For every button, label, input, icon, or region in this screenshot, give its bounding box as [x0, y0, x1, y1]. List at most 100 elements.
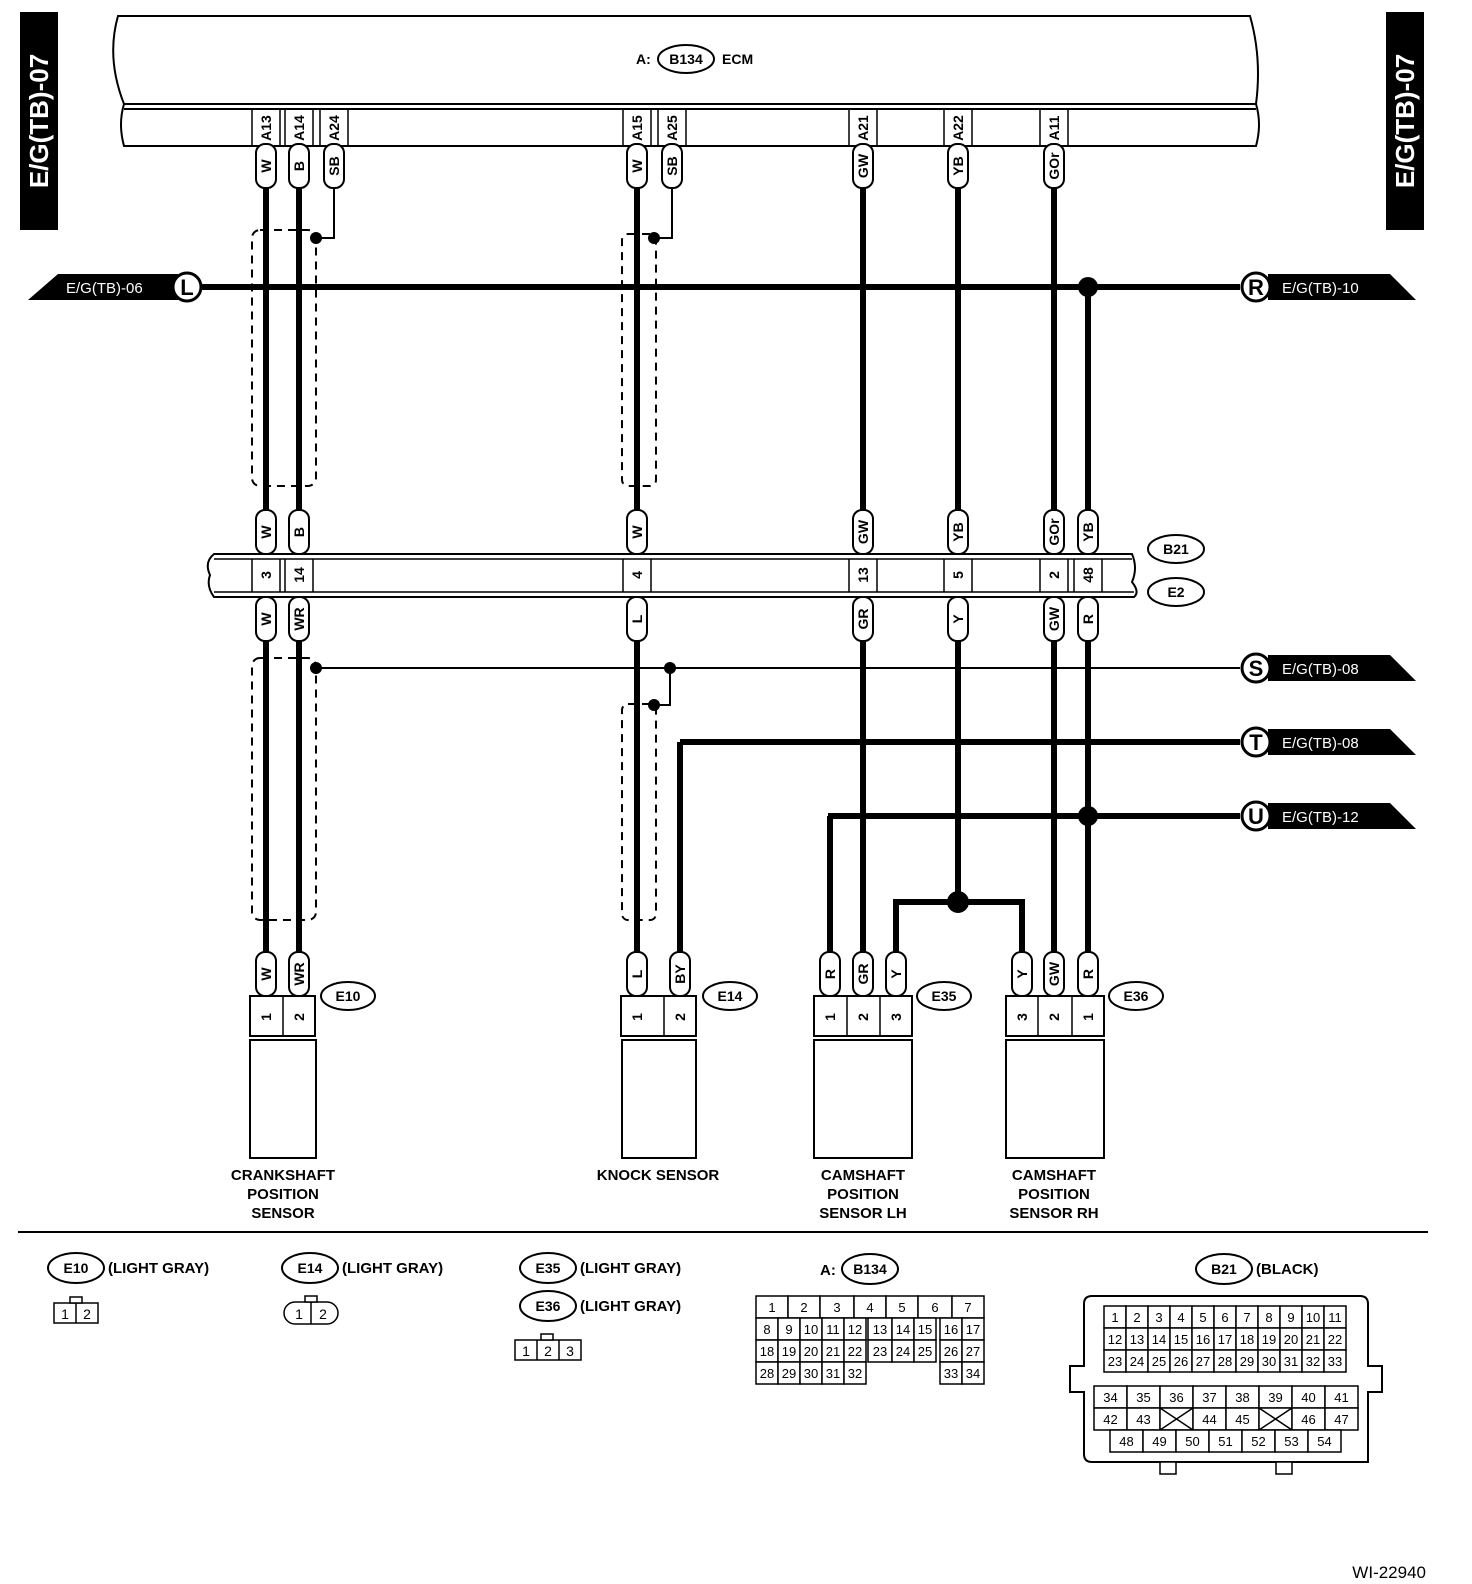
ref-U[interactable]: E/G(TB)-12U [1240, 800, 1416, 832]
junction-pin-number: 2 [1046, 571, 1062, 579]
sensor-wire-color-text: GR [855, 964, 871, 985]
junction-upper-wire: B [288, 509, 310, 555]
legend-e10-color: (LIGHT GRAY) [108, 1260, 209, 1277]
legend-b21-pin: 46 [1301, 1412, 1315, 1427]
legend-b21-pin: 9 [1287, 1310, 1294, 1325]
legend-b134-pin: 33 [944, 1366, 958, 1381]
legend-pin: 2 [319, 1306, 327, 1322]
ref-R[interactable]: E/G(TB)-10R [1240, 271, 1416, 303]
ref-S-label: E/G(TB)-08 [1282, 661, 1359, 678]
legend-b134-pin: 30 [804, 1366, 818, 1381]
legend-b21-pin: 10 [1306, 1310, 1320, 1325]
sensor-wire-color-text: R [1080, 969, 1096, 979]
legend-b21-pin: 27 [1196, 1354, 1210, 1369]
legend-b134-pin: 9 [785, 1322, 792, 1337]
page-tab-left[interactable]: E/G(TB)-07 [20, 12, 58, 230]
legend-b21-pin: 40 [1301, 1390, 1315, 1405]
legend-b21-pin: 1 [1111, 1310, 1118, 1325]
ecm-connector-id: B134 [669, 51, 703, 67]
sensor-pin-number: 3 [1014, 1013, 1030, 1021]
legend-b21-pin: 15 [1174, 1332, 1188, 1347]
sensor-wire-color: R [819, 951, 841, 997]
junction-lower-wire: W [255, 596, 277, 642]
doc-code: WI-22940 [1352, 1563, 1426, 1582]
junction-upper-wire-text: W [629, 525, 645, 539]
legend-b134-pin: 10 [804, 1322, 818, 1337]
legend-b134-pin: 32 [848, 1366, 862, 1381]
legend-b21-pin: 28 [1218, 1354, 1232, 1369]
legend-b21-pin: 5 [1199, 1310, 1206, 1325]
legend-b134-pin: 3 [833, 1300, 840, 1315]
sensor-name-line: POSITION [1018, 1186, 1090, 1203]
ecm-wire-color: W [626, 143, 648, 189]
junction-pin-number: 14 [291, 567, 307, 583]
legend-b134-pin: 34 [966, 1366, 980, 1381]
legend-b134-pin: 28 [760, 1366, 774, 1381]
legend-b21-pin: 45 [1235, 1412, 1249, 1427]
legend-e14-color: (LIGHT GRAY) [342, 1260, 443, 1277]
legend-b21-pin: 54 [1317, 1434, 1331, 1449]
ref-R-letter: R [1248, 275, 1264, 300]
legend-b21-pin: 18 [1240, 1332, 1254, 1347]
ecm-pin-number: A14 [291, 115, 307, 141]
legend-b21-pin: 32 [1306, 1354, 1320, 1369]
legend-b21-pin: 48 [1119, 1434, 1133, 1449]
legend-b21-pin: 35 [1136, 1390, 1150, 1405]
legend-b21-pin: 4 [1177, 1310, 1184, 1325]
legend-b134-pin: 27 [966, 1344, 980, 1359]
junction-lower-wire: L [626, 596, 648, 642]
legend-b21-pin: 34 [1103, 1390, 1117, 1405]
legend-b21-pin: 31 [1284, 1354, 1298, 1369]
sensor-name-line: KNOCK SENSOR [597, 1167, 720, 1184]
e2-oval [1147, 577, 1205, 607]
sensor-connector-id: E10 [336, 988, 361, 1004]
legend-b21-pin: 36 [1169, 1390, 1183, 1405]
ecm-pin-number: A22 [950, 115, 966, 141]
junction-upper-wire-text: B [291, 527, 307, 537]
legend-b21-pin: 52 [1251, 1434, 1265, 1449]
ref-U-letter: U [1248, 804, 1264, 829]
sensor-wire-color: WR [288, 951, 310, 997]
e2-id: E2 [1167, 584, 1184, 600]
sensor-name-line: CRANKSHAFT [231, 1167, 335, 1184]
ref-L[interactable]: E/G(TB)-06 L [28, 271, 203, 303]
sensor-pin-number: 1 [258, 1013, 274, 1021]
ecm-pin-number: A24 [326, 115, 342, 141]
legend-b21-id: B21 [1211, 1261, 1237, 1277]
junction-upper-wire: W [255, 509, 277, 555]
legend-b21-pin: 49 [1152, 1434, 1166, 1449]
ref-T[interactable]: E/G(TB)-08T [1240, 726, 1416, 758]
junction-upper-wire: YB [947, 509, 969, 555]
sensor-pin-number: 2 [855, 1013, 871, 1021]
legend-b134-id: B134 [853, 1261, 887, 1277]
legend-e36-color: (LIGHT GRAY) [580, 1298, 681, 1315]
ecm-wire-color: GW [852, 143, 874, 189]
legend-b21-pin: 51 [1218, 1434, 1232, 1449]
junction-lower-wire: GR [852, 596, 874, 642]
legend-b134-pin: 14 [896, 1322, 910, 1337]
ref-S[interactable]: E/G(TB)-08S [1240, 652, 1416, 684]
junction-lower-wire: GW [1043, 596, 1065, 642]
sensor-connector-id: E14 [718, 988, 743, 1004]
ecm-wire-color: SB [323, 143, 345, 189]
sensor-name-line: POSITION [827, 1186, 899, 1203]
page-tab-right[interactable]: E/G(TB)-07 [1386, 12, 1424, 230]
ecm-wire-color: GOr [1043, 143, 1065, 189]
sensor-name-line: SENSOR [251, 1205, 315, 1222]
legend-b21-pin: 14 [1152, 1332, 1166, 1347]
legend-b21-pin: 21 [1306, 1332, 1320, 1347]
legend-e35-id: E35 [536, 1260, 561, 1276]
page-tab-right-label: E/G(TB)-07 [1390, 54, 1420, 188]
junction-lower-wire: Y [947, 596, 969, 642]
